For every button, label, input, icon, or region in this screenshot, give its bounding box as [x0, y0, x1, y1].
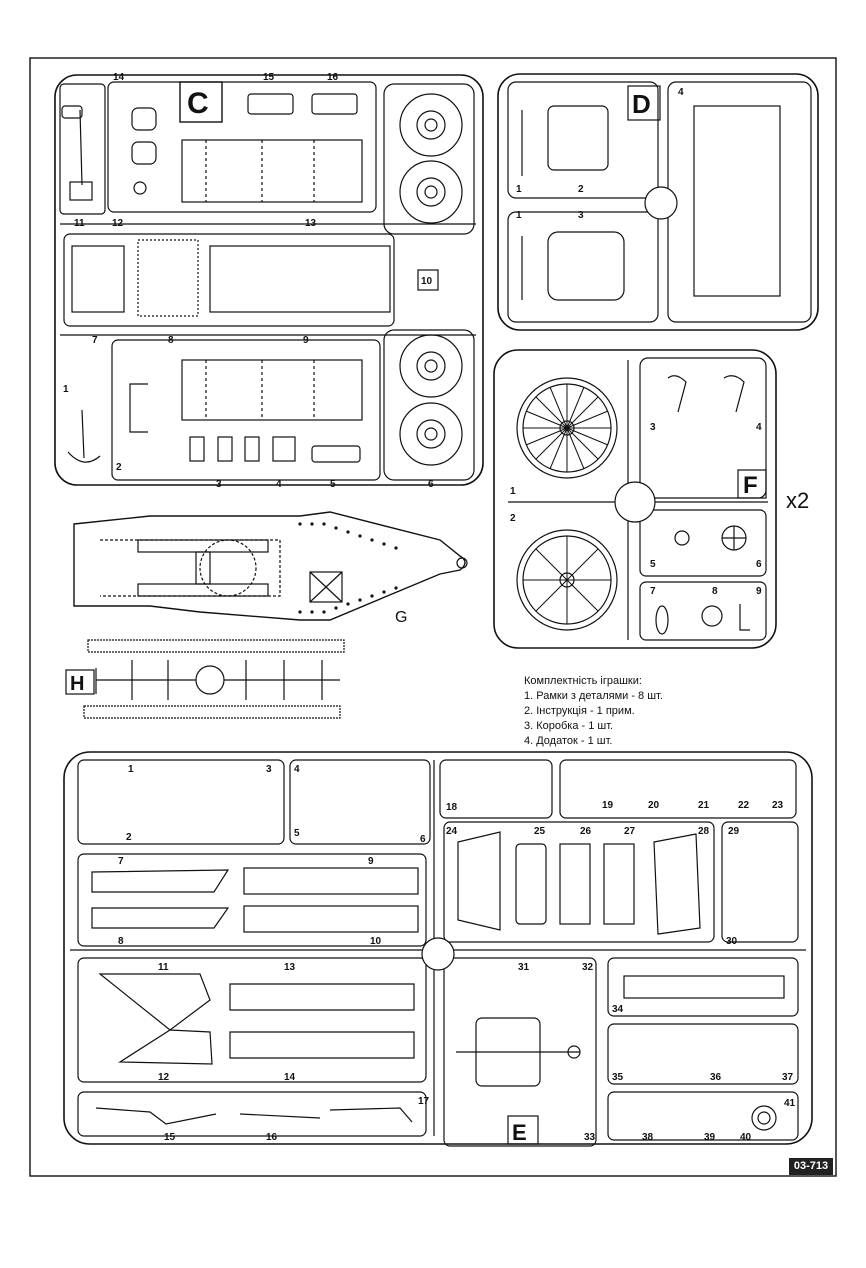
contents-item: 2. Інструкція - 1 прим.	[524, 705, 635, 717]
svg-text:9: 9	[368, 856, 374, 867]
svg-text:30: 30	[726, 936, 738, 947]
sheet-border	[29, 57, 837, 1177]
svg-text:29: 29	[728, 826, 740, 837]
svg-text:5: 5	[294, 828, 300, 839]
contents-list: Комплектність іграшки: 1. Рамки з деталя…	[524, 674, 663, 749]
svg-text:1: 1	[516, 184, 522, 195]
svg-text:24: 24	[446, 826, 458, 837]
svg-text:18: 18	[446, 802, 458, 813]
svg-text:7: 7	[92, 335, 98, 346]
svg-text:6: 6	[428, 479, 434, 490]
sprue-f: F	[493, 349, 777, 649]
part-h: H	[65, 639, 345, 719]
svg-text:2: 2	[578, 184, 584, 195]
svg-text:4: 4	[276, 479, 282, 490]
svg-text:3: 3	[216, 479, 222, 490]
svg-text:12: 12	[158, 1072, 170, 1083]
svg-text:20: 20	[648, 800, 660, 811]
svg-text:10: 10	[370, 936, 382, 947]
svg-text:4: 4	[294, 764, 300, 775]
svg-text:11: 11	[74, 218, 85, 229]
sprue-c: C 10	[54, 74, 484, 486]
svg-text:40: 40	[740, 1132, 752, 1143]
svg-text:7: 7	[650, 586, 656, 597]
svg-text:31: 31	[518, 962, 530, 973]
contents-heading: Комплектність іграшки:	[524, 675, 642, 687]
svg-text:3: 3	[266, 764, 272, 775]
sprue-d: D	[497, 73, 819, 331]
svg-text:4: 4	[678, 87, 684, 98]
svg-text:34: 34	[612, 1004, 624, 1015]
svg-text:22: 22	[738, 800, 750, 811]
svg-text:19: 19	[602, 800, 614, 811]
svg-text:10: 10	[421, 276, 433, 287]
contents-item: 3. Коробка - 1 шт.	[524, 720, 614, 732]
svg-text:15: 15	[164, 1132, 176, 1143]
svg-text:17: 17	[418, 1096, 430, 1107]
svg-text:1: 1	[510, 486, 516, 497]
contents-item: 4. Додаток - 1 шт.	[524, 735, 613, 747]
contents-item: 1. Рамки з деталями - 8 шт.	[524, 690, 663, 702]
svg-text:39: 39	[704, 1132, 716, 1143]
svg-text:14: 14	[284, 1072, 296, 1083]
svg-text:27: 27	[624, 826, 636, 837]
svg-text:3: 3	[578, 210, 584, 221]
svg-text:14: 14	[113, 72, 125, 83]
part-g: G	[73, 511, 468, 626]
svg-text:2: 2	[510, 513, 516, 524]
svg-text:38: 38	[642, 1132, 654, 1143]
svg-text:5: 5	[330, 479, 336, 490]
svg-text:25: 25	[534, 826, 546, 837]
svg-text:37: 37	[782, 1072, 794, 1083]
sprue-label-c: C	[187, 87, 209, 120]
svg-text:2: 2	[126, 832, 132, 843]
sprue-label-h: H	[70, 673, 84, 695]
svg-text:13: 13	[284, 962, 296, 973]
sprue-label-f: F	[743, 472, 758, 499]
svg-text:13: 13	[305, 218, 317, 229]
svg-text:8: 8	[118, 936, 124, 947]
sprue-label-e: E	[512, 1120, 527, 1145]
svg-text:36: 36	[710, 1072, 722, 1083]
svg-text:8: 8	[712, 586, 718, 597]
svg-text:9: 9	[303, 335, 309, 346]
svg-text:1: 1	[516, 210, 522, 221]
svg-text:21: 21	[698, 800, 710, 811]
sprue-e: E	[63, 751, 813, 1147]
svg-text:9: 9	[756, 586, 762, 597]
svg-text:4: 4	[756, 422, 762, 433]
svg-text:7: 7	[118, 856, 124, 867]
svg-text:5: 5	[650, 559, 656, 570]
svg-text:33: 33	[584, 1132, 596, 1143]
svg-text:12: 12	[112, 218, 124, 229]
svg-text:23: 23	[772, 800, 784, 811]
svg-text:11: 11	[158, 962, 169, 973]
svg-text:32: 32	[582, 962, 594, 973]
svg-text:16: 16	[266, 1132, 278, 1143]
sprue-label-d: D	[632, 89, 651, 119]
svg-text:26: 26	[580, 826, 592, 837]
svg-text:15: 15	[263, 72, 275, 83]
svg-text:28: 28	[698, 826, 710, 837]
svg-text:6: 6	[420, 834, 426, 845]
svg-text:8: 8	[168, 335, 174, 346]
svg-text:16: 16	[327, 72, 339, 83]
svg-text:35: 35	[612, 1072, 624, 1083]
sheet-code: 03-713	[789, 1158, 833, 1175]
svg-text:3: 3	[650, 422, 656, 433]
svg-text:1: 1	[63, 384, 69, 395]
svg-text:2: 2	[116, 462, 122, 473]
svg-text:41: 41	[784, 1098, 796, 1109]
svg-text:1: 1	[128, 764, 134, 775]
sprue-label-g: G	[395, 609, 407, 626]
quantity-multiplier: x2	[786, 488, 809, 513]
svg-text:6: 6	[756, 559, 762, 570]
